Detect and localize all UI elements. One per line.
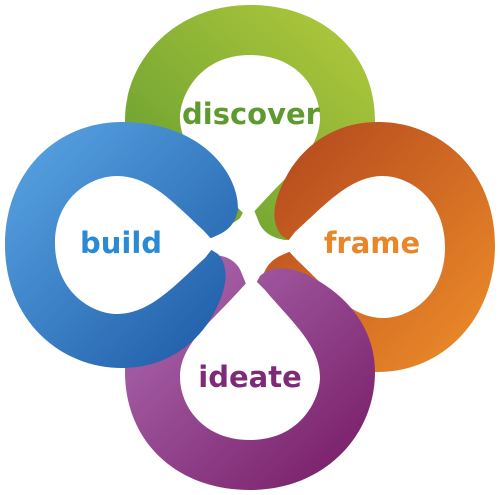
label-frame: frame [324,226,420,260]
label-discover: discover [182,97,321,131]
petal-ideate-hole [180,277,320,440]
label-ideate: ideate [198,360,301,394]
label-build: build [80,226,162,260]
petal-build [5,122,238,368]
petal-frame-hole [284,176,445,318]
petal-build-hole [55,176,216,314]
